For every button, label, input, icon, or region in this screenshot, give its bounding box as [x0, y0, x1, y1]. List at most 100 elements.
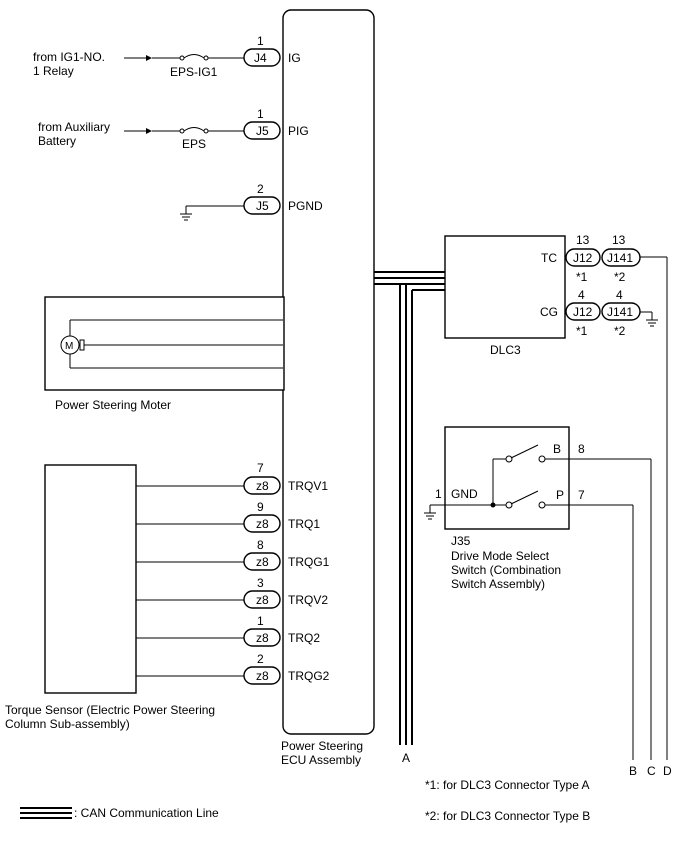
off-page-label: B: [629, 764, 637, 778]
footnote: *1: for DLC3 Connector Type A: [425, 778, 590, 792]
terminal-label: PGND: [288, 199, 323, 213]
pin-number: 2: [257, 182, 264, 196]
off-page-label: C: [647, 764, 656, 778]
can-bus: A: [374, 271, 445, 765]
can-legend: : CAN Communication Line: [20, 806, 219, 820]
terminal-label: TRQ2: [288, 631, 320, 645]
connector-note: *2: [614, 270, 626, 284]
can-legend-label: : CAN Communication Line: [74, 806, 219, 820]
connector-note: *2: [614, 324, 626, 338]
connector-label: J12: [573, 251, 593, 265]
switch-blade-icon: [510, 444, 539, 459]
dlc3-label: DLC3: [490, 343, 521, 357]
b-pin: 8: [578, 442, 585, 456]
source-label: from Auxiliary: [38, 120, 110, 134]
connector-label: z8: [256, 517, 269, 531]
pin-number: 1: [257, 107, 264, 121]
switch-blade-icon: [510, 490, 539, 505]
ground-icon: [424, 512, 436, 520]
torque-sensor: Torque Sensor (Electric Power Steering C…: [5, 461, 330, 731]
torque-pin-row: 7 z8 TRQV1: [136, 461, 328, 495]
connector-label: J141: [607, 251, 633, 265]
connector-pill: [565, 248, 601, 267]
connector-note: *1: [576, 324, 588, 338]
switch-connector: J35: [451, 534, 471, 548]
dlc3-box: [444, 235, 566, 339]
terminal-label: PIG: [288, 124, 309, 138]
torque-sensor-label-line2: Column Sub-assembly): [5, 717, 130, 731]
pin-number: 3: [257, 576, 264, 590]
dlc3-terminal-label: TC: [541, 251, 557, 265]
connector-label: J5: [256, 199, 269, 213]
connector-pill: [243, 121, 281, 140]
pin-number: 1: [257, 614, 264, 628]
source-label: from IG1-NO.: [33, 50, 105, 64]
p-terminal-label: P: [556, 488, 564, 502]
torque-pin-row: 3 z8 TRQV2: [136, 576, 328, 609]
terminal-label: IG: [288, 51, 301, 65]
drive-mode-select-switch: J35 Drive Mode Select Switch (Combinatio…: [424, 426, 652, 760]
connector-label: z8: [256, 669, 269, 683]
connector-label: J5: [256, 124, 269, 138]
connector-label: z8: [256, 555, 269, 569]
connector-label: J4: [254, 51, 267, 65]
source-label: Battery: [38, 134, 76, 148]
torque-pin-row: 1 z8 TRQ2: [136, 614, 320, 647]
fuse-icon: [183, 127, 205, 132]
connector-pill: [243, 666, 281, 685]
arrow-icon: [146, 55, 152, 61]
connector-pill: [243, 514, 281, 533]
p-pin: 7: [578, 488, 585, 502]
motor-symbol: M: [65, 341, 73, 352]
dlc3: DLC3 TC 13 J12 *1 13 J141 *2 CG 4 J12 *1…: [444, 233, 668, 760]
pin-number: 2: [257, 652, 264, 666]
b-terminal-label: B: [553, 442, 561, 456]
power-steering-motor: M Power Steering Moter: [44, 296, 285, 412]
ecu-box: [282, 9, 375, 735]
connector-pill: [243, 48, 281, 67]
switch-label-line2: Switch (Combination: [451, 563, 561, 577]
torque-sensor-label-line1: Torque Sensor (Electric Power Steering: [5, 703, 215, 717]
connector-pill: [243, 590, 281, 609]
connector-label: z8: [256, 631, 269, 645]
motor-box: [44, 296, 285, 391]
power-input-pig: from Auxiliary Battery EPS 1 J5 PIG: [38, 107, 309, 151]
motor-icon: [60, 335, 80, 355]
switch-label-line1: Drive Mode Select: [451, 549, 550, 563]
terminal-label: TRQG1: [288, 555, 330, 569]
motor-label: Power Steering Moter: [55, 398, 171, 412]
pin-number: 4: [578, 288, 585, 302]
terminal-label: TRQG2: [288, 669, 330, 683]
connector-pill: [243, 552, 281, 571]
ecu-label-line1: Power Steering: [281, 739, 363, 753]
connector-label: J12: [573, 305, 593, 319]
pin-number: 4: [616, 288, 623, 302]
fuse-icon: [183, 54, 205, 59]
off-page-label: D: [663, 764, 672, 778]
connector-pill: [243, 628, 281, 647]
dlc3-terminal-label: CG: [540, 305, 558, 319]
pin-number: 8: [257, 538, 264, 552]
connector-label: z8: [256, 593, 269, 607]
power-ground-pgnd: 2 J5 PGND: [180, 182, 323, 221]
connector-label: z8: [256, 479, 269, 493]
source-label: 1 Relay: [33, 64, 74, 78]
ground-icon: [646, 319, 658, 327]
torque-pin-row: 2 z8 TRQG2: [136, 652, 330, 685]
gnd-pin: 1: [435, 487, 442, 501]
connector-note: *1: [576, 270, 588, 284]
pin-number: 9: [257, 500, 264, 514]
arrow-icon: [146, 128, 152, 134]
connector-pill: [243, 476, 281, 495]
switch-label-line3: Switch Assembly): [451, 577, 545, 591]
connector-pill: [565, 302, 601, 321]
fuse-label: EPS-IG1: [170, 65, 218, 79]
switch-box: [444, 426, 570, 530]
ground-icon: [180, 213, 192, 221]
torque-sensor-box: [44, 464, 137, 694]
pin-number: 13: [576, 233, 590, 247]
ecu-label-line2: ECU Assembly: [281, 753, 361, 767]
footnote: *2: for DLC3 Connector Type B: [425, 809, 590, 823]
torque-pin-row: 8 z8 TRQG1: [136, 538, 330, 571]
